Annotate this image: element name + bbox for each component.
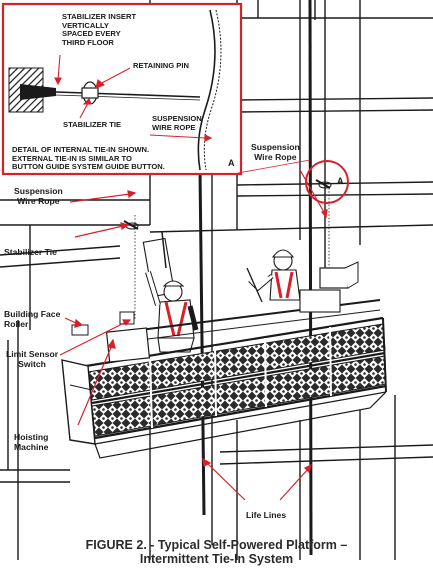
inset-retaining-pin: RETAINING PIN: [133, 61, 189, 70]
figure-caption: FIGURE 2. - Typical Self-Powered Platfor…: [85, 538, 348, 566]
label-life-lines: Life Lines: [246, 510, 287, 520]
leader-lines: [59, 159, 328, 501]
inset-marker: A: [228, 158, 235, 168]
inset-detail-note: DETAIL OF INTERNAL TIE-IN SHOWN. EXTERNA…: [12, 145, 165, 172]
inset-suspension-wire-rope: SUSPENSION WIRE ROPE: [152, 114, 202, 132]
label-suspension-wire-rope-right: Suspension Wire Rope: [251, 142, 300, 162]
label-suspension-wire-rope-left: Suspension Wire Rope: [14, 186, 63, 206]
label-hoisting-machine: Hoisting Machine: [14, 432, 49, 452]
label-detail-marker: A: [337, 176, 344, 186]
inset-insert-note: STABILIZER INSERT VERTICALLY SPACED EVER…: [62, 12, 137, 47]
label-stabilizer-tie: Stabilizer Tie: [4, 247, 57, 257]
label-building-face-roller: Building Face Roller: [4, 309, 61, 329]
label-limit-sensor-switch: Limit Sensor Switch: [6, 349, 59, 369]
platform: [61, 261, 387, 459]
worker-left: [142, 231, 199, 353]
detail-inset: [1, 2, 243, 176]
stabilizer-tie-symbol: [123, 179, 332, 230]
detail-circle: [305, 160, 349, 204]
inset-stabilizer-tie: STABILIZER TIE: [63, 120, 122, 129]
worker-right: [246, 249, 301, 303]
